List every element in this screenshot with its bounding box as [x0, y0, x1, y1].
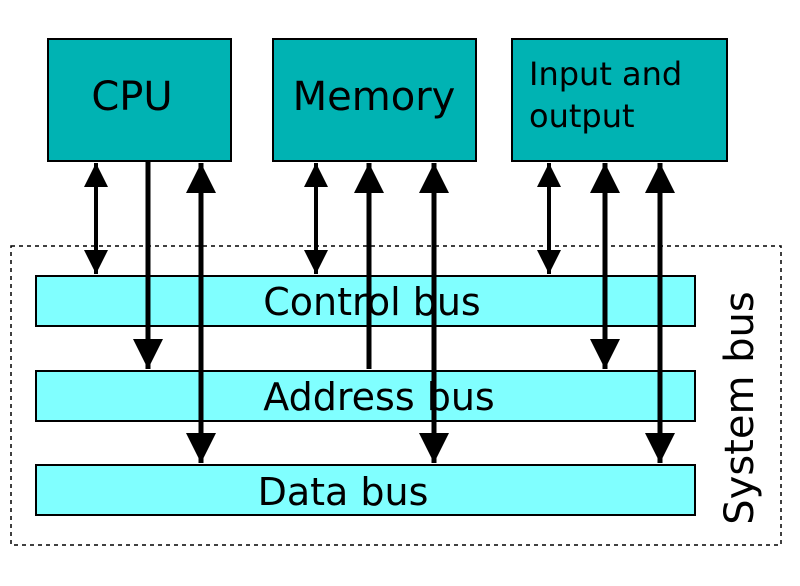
address-bus-label: Address bus	[263, 375, 494, 419]
io-box	[511, 38, 728, 162]
cpu-box	[47, 38, 232, 162]
cpu-label: CPU	[91, 74, 172, 120]
system-bus-frame	[10, 245, 782, 546]
io-label-line2: output	[529, 97, 635, 135]
address-bus-bar	[35, 370, 696, 422]
data-bus-label: Data bus	[258, 470, 429, 514]
memory-box	[272, 38, 477, 162]
data-bus-bar	[35, 464, 696, 516]
control-bus-label: Control bus	[263, 280, 480, 324]
system-bus-label: System bus	[717, 291, 763, 524]
io-label-line1: Input and	[529, 55, 682, 93]
connections	[84, 161, 675, 463]
memory-label: Memory	[293, 74, 456, 120]
